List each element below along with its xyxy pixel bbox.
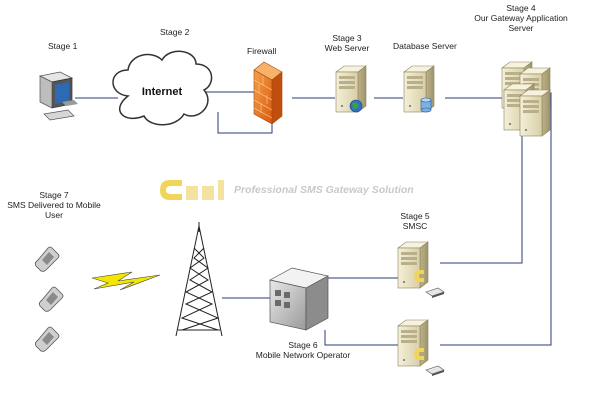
keyboard-icon	[425, 287, 445, 298]
internet-label: Internet	[142, 86, 183, 98]
desktop-computer-icon	[38, 71, 78, 121]
firewall-label: Firewall	[247, 46, 276, 56]
smsc-server-1-icon	[397, 241, 445, 298]
database-label: Database Server	[393, 41, 457, 51]
stage2-label: Stage 2	[160, 27, 189, 37]
watermark-text: Professional SMS Gateway Solution	[234, 184, 414, 196]
link-mno-smsc2	[324, 330, 398, 346]
stage6-subtitle: Mobile Network Operator	[255, 350, 351, 360]
link-gateway-smsc2	[440, 98, 552, 346]
stage7-label: Stage 7 SMS Delivered to Mobile User	[2, 190, 106, 220]
mobile-network-operator-icon	[269, 267, 329, 331]
stage4-label: Stage 4 Our Gateway Application Server	[456, 3, 586, 33]
mobile-phone-icon	[38, 286, 64, 312]
internet-cloud-icon: Internet	[112, 50, 213, 126]
link-internet-firewall-lower	[217, 112, 273, 134]
stage5-label: Stage 5 SMSC	[395, 211, 435, 231]
stage7-line2: SMS Delivered to Mobile	[7, 200, 101, 210]
watermark-logo-icon	[160, 180, 224, 200]
stage6-title: Stage 6	[288, 340, 318, 350]
stage3-label: Stage 3 Web Server	[322, 33, 372, 53]
firewall-title: Firewall	[247, 46, 277, 56]
stage7-line3: User	[45, 210, 63, 220]
mobile-phone-icon	[34, 246, 60, 272]
stage5-title: Stage 5	[400, 211, 430, 221]
stage3-subtitle: Web Server	[324, 43, 370, 53]
stage2-title: Stage 2	[160, 27, 190, 37]
smsc-server-2-icon	[397, 319, 445, 376]
connection-lines	[75, 91, 552, 346]
database-title: Database Server	[393, 41, 457, 51]
stage4-line2: Our Gateway Application	[474, 13, 568, 23]
stage1-title: Stage 1	[48, 41, 78, 51]
gateway-server-cluster-icon	[501, 61, 551, 137]
database-server-icon	[403, 65, 435, 113]
stage3-title: Stage 3	[332, 33, 362, 43]
link-gateway-smsc-trunk	[440, 128, 523, 264]
stage1-label: Stage 1	[48, 41, 77, 51]
stage4-title: Stage 4	[506, 3, 536, 13]
stage7-title: Stage 7	[39, 190, 69, 200]
stage6-label: Stage 6 Mobile Network Operator	[238, 340, 368, 360]
wireless-signal-lightning-icon	[91, 271, 161, 291]
stage5-subtitle: SMSC	[402, 221, 428, 231]
firewall-icon	[253, 61, 283, 125]
link-mno-smsc1	[324, 277, 398, 285]
stage4-line3: Server	[508, 23, 534, 33]
cell-tower-icon	[175, 222, 223, 337]
database-cylinder-icon	[420, 97, 432, 113]
web-server-icon	[335, 65, 367, 113]
keyboard-icon	[425, 365, 445, 376]
mobile-phone-icon	[34, 326, 60, 352]
